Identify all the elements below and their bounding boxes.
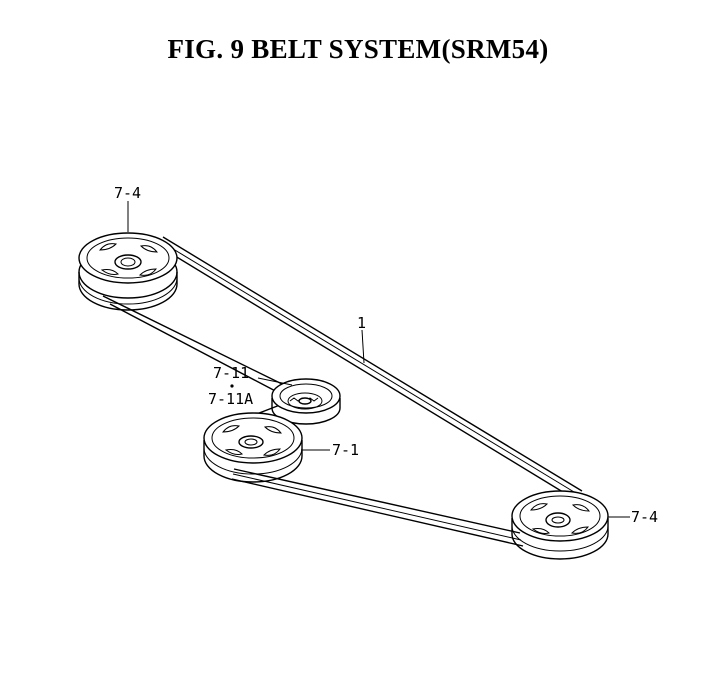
- pulley-bottom-right: [511, 490, 609, 560]
- label-belt: 1: [357, 314, 366, 332]
- label-idler: 7-11: [213, 364, 249, 382]
- pulley-top-left: [78, 232, 178, 311]
- leader-lines: [127, 201, 630, 518]
- label-center-pulley: 7-1: [332, 441, 359, 459]
- label-pulley-top-left: 7-4: [114, 184, 141, 202]
- label-pulley-bottom-right: 7-4: [631, 508, 658, 526]
- label-idler-alt: 7-11A: [208, 390, 253, 408]
- figure-title: FIG. 9 BELT SYSTEM(SRM54): [167, 34, 549, 64]
- drive-belt: [102, 236, 583, 547]
- idler-pulley: [271, 378, 341, 425]
- center-pulley: [203, 412, 303, 483]
